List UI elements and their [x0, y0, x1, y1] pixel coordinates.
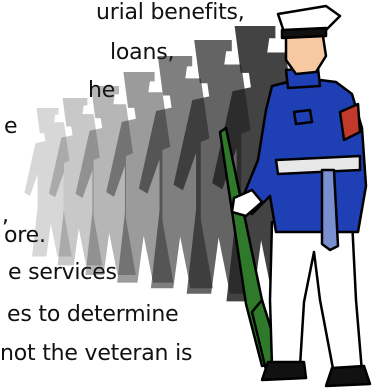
text-line: urial benefits, — [96, 0, 245, 25]
text-line: ore. — [4, 223, 46, 248]
text-line: e services — [8, 260, 117, 285]
text-line: , — [2, 203, 9, 228]
chevron-badge — [338, 102, 362, 142]
text-line: es to determine — [7, 302, 179, 327]
cap-brim — [280, 26, 328, 40]
left-shoe — [260, 360, 308, 382]
belt — [274, 154, 362, 176]
shadow-soldier — [48, 98, 103, 266]
text-line: e — [4, 114, 18, 139]
sword — [320, 168, 340, 252]
right-shoe — [324, 364, 372, 388]
text-line: not the veteran is — [0, 341, 193, 366]
shadow-soldier — [75, 86, 136, 275]
trousers — [268, 218, 364, 376]
hand — [230, 188, 264, 218]
text-line: he — [88, 79, 115, 103]
marine-soldier — [218, 4, 372, 388]
pocket — [292, 108, 314, 126]
